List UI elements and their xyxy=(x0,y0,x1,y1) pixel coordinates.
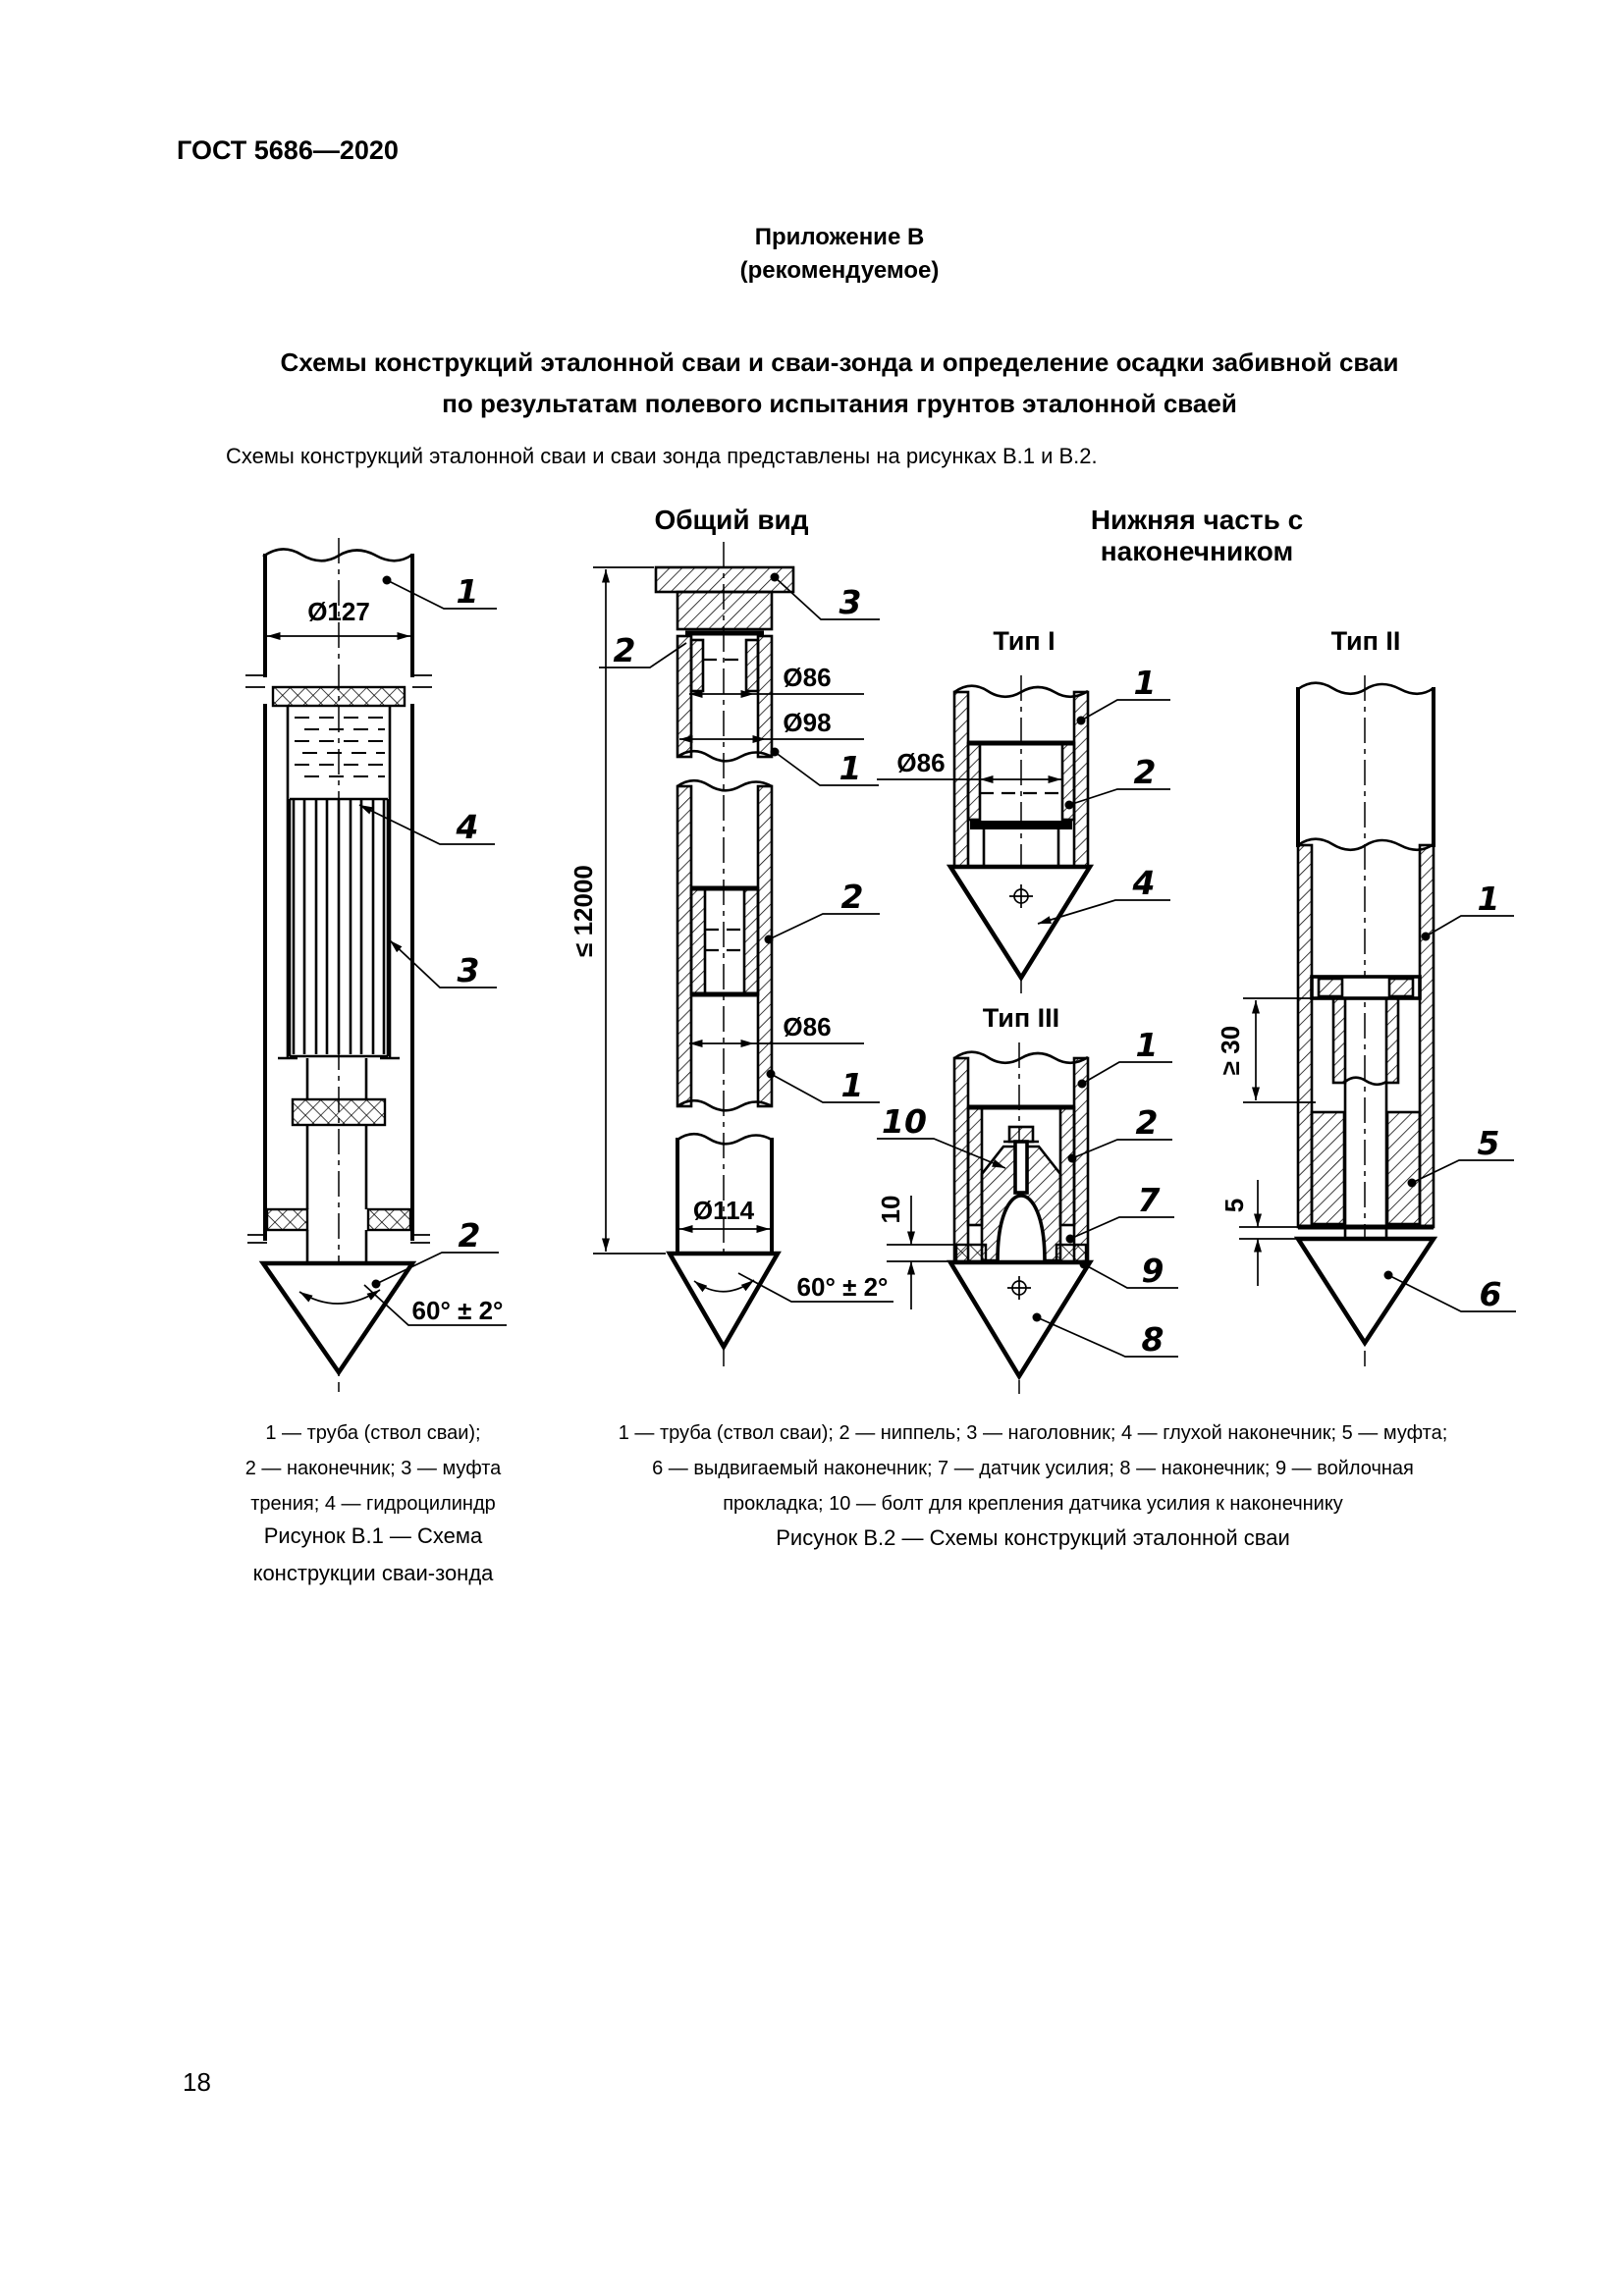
heading-type-1: Тип I xyxy=(993,626,1056,656)
callout-4: 4 xyxy=(456,808,479,846)
page-number: 18 xyxy=(183,2067,211,2097)
dim-d86-a: Ø86 xyxy=(783,663,831,692)
dim-length: ≤ 12000 xyxy=(568,865,598,957)
callout-1: 1 xyxy=(1478,880,1500,918)
callout-7: 7 xyxy=(1138,1181,1161,1219)
callout-2: 2 xyxy=(614,631,636,669)
callout-2: 2 xyxy=(1134,753,1157,791)
callout-3: 3 xyxy=(458,951,480,989)
dim-d127: Ø127 xyxy=(307,597,370,626)
figure-b1-legend-line1: 1 — труба (ствол сваи); xyxy=(265,1422,481,1444)
dim-d86-b: Ø86 xyxy=(783,1012,831,1041)
figure-b1-caption: Рисунок В.1 — Схема конструкции сваи-зон… xyxy=(177,1518,569,1592)
callout-10: 10 xyxy=(882,1102,927,1141)
dim-d98: Ø98 xyxy=(783,708,831,737)
callout-3: 3 xyxy=(839,583,862,621)
figure-b2-legend-line3: прокладка; 10 — болт для крепления датчи… xyxy=(723,1493,1343,1515)
callout-1: 1 xyxy=(1136,1026,1159,1064)
figure-b2-type1: Ø86 1 2 4 xyxy=(877,664,1170,993)
heading-general-view: Общий вид xyxy=(654,505,809,535)
section-title: Схемы конструкций эталонной сваи и сваи-… xyxy=(147,342,1532,424)
callout-2: 2 xyxy=(1136,1103,1159,1142)
figure-b1-pile-probe: Ø127 1 4 3 2 xyxy=(245,538,507,1392)
figure-b1-legend: 1 — труба (ствол сваи); 2 — наконечник; … xyxy=(167,1415,579,1522)
figure-b2-general-view: Ø86 Ø98 Ø86 Ø114 60° ± 2° ≤ 12 xyxy=(568,542,893,1366)
callout-1: 1 xyxy=(1134,664,1157,702)
heading-type-2: Тип II xyxy=(1330,626,1401,656)
figure-b1-legend-line2: 2 — наконечник; 3 — муфта xyxy=(244,1458,502,1479)
dim-angle-b1: 60° ± 2° xyxy=(412,1296,504,1325)
appendix-label: Приложение В xyxy=(754,224,925,250)
callout-6: 6 xyxy=(1480,1275,1502,1313)
figure-b2-type3: 10 10 1 2 7 9 8 xyxy=(876,1026,1178,1394)
section-title-line2: по результатам полевого испытания грунто… xyxy=(442,389,1237,418)
section-title-line1: Схемы конструкций эталонной сваи и сваи-… xyxy=(280,347,1399,377)
callout-9: 9 xyxy=(1142,1252,1164,1290)
figure-b2-legend-line1: 1 — труба (ствол сваи); 2 — ниппель; 3 —… xyxy=(618,1422,1448,1444)
dim-ge30: ≥ 30 xyxy=(1216,1026,1245,1075)
callout-1: 1 xyxy=(841,1066,864,1104)
document-code: ГОСТ 5686—2020 xyxy=(177,135,399,165)
dim-d86-type1: Ø86 xyxy=(896,748,945,777)
figure-b2-caption: Рисунок В.2 — Схемы конструкций эталонно… xyxy=(776,1525,1290,1550)
callout-4: 4 xyxy=(1132,864,1156,902)
appendix-type: (рекомендуемое) xyxy=(739,257,940,284)
figure-b2-legend: 1 — труба (ствол сваи); 2 — ниппель; 3 —… xyxy=(571,1415,1494,1522)
figure-b1-caption-line2: конструкции сваи-зонда xyxy=(252,1561,494,1585)
figure-b1-caption-line1: Рисунок В.1 — Схема xyxy=(263,1523,483,1548)
figure-b2-legend-line2: 6 — выдвигаемый наконечник; 7 — датчик у… xyxy=(652,1458,1414,1479)
callout-2: 2 xyxy=(841,878,864,916)
dim-gap5: 5 xyxy=(1219,1199,1249,1212)
heading-type-3: Тип III xyxy=(982,1003,1060,1033)
callout-1: 1 xyxy=(839,749,862,787)
callout-1: 1 xyxy=(457,572,479,611)
dim-gap10: 10 xyxy=(876,1196,905,1224)
callout-2: 2 xyxy=(459,1216,481,1255)
dim-d114: Ø114 xyxy=(693,1196,755,1225)
heading-lower-part: Нижняя часть с наконечником xyxy=(1090,505,1304,566)
figure-b2-type2: ≥ 30 5 1 5 6 xyxy=(1216,675,1516,1366)
dim-angle-b2: 60° ± 2° xyxy=(797,1272,889,1302)
intro-paragraph: Схемы конструкций эталонной сваи и сваи … xyxy=(226,444,1098,468)
figure-b1-legend-line3: трения; 4 — гидроцилиндр xyxy=(250,1493,496,1515)
callout-8: 8 xyxy=(1142,1320,1164,1359)
callout-5: 5 xyxy=(1478,1124,1500,1162)
